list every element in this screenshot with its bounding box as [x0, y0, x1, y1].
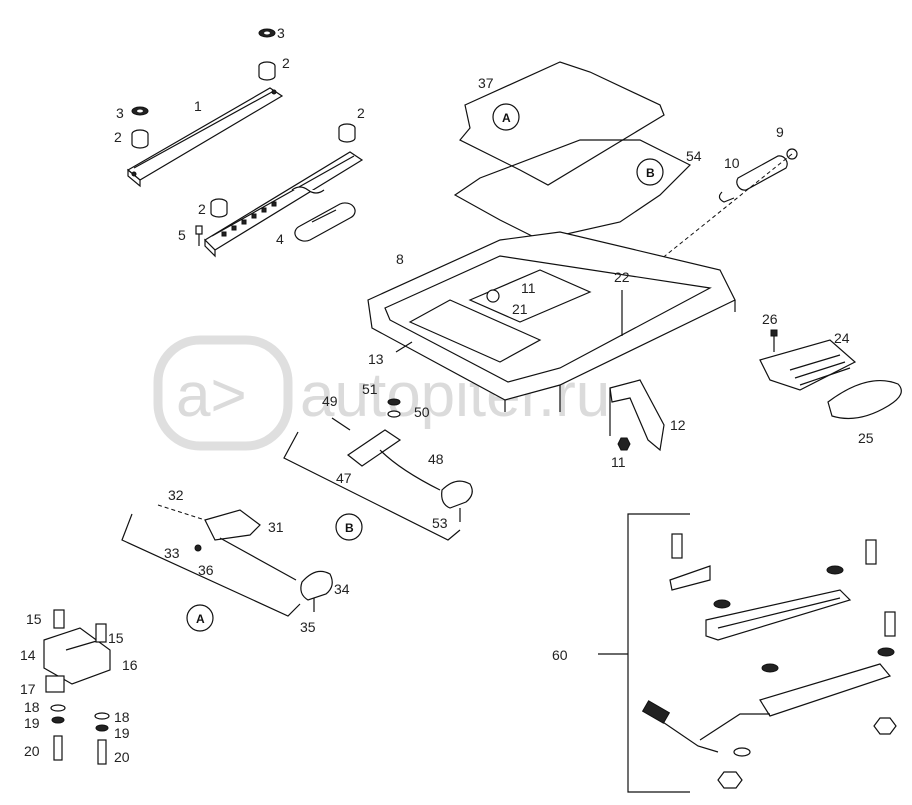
callout-33: 33	[164, 545, 180, 561]
callout-15a: 15	[26, 611, 42, 627]
rubber-mount-2b	[131, 129, 149, 149]
bolt-20b	[97, 739, 107, 765]
handle-25	[827, 380, 902, 419]
rubber-mount-2d	[210, 198, 228, 218]
callout-51: 51	[362, 381, 378, 397]
subassembly-60-frame	[598, 513, 690, 793]
washer-19b	[95, 724, 109, 732]
callout-11b: 11	[611, 454, 626, 470]
callout-60: 60	[552, 647, 568, 663]
ref-circle-a-cable: A	[186, 604, 214, 632]
callout-16: 16	[122, 657, 138, 673]
callout-18b: 18	[114, 709, 130, 725]
bracket-12	[609, 379, 665, 452]
seat-rail-1	[126, 87, 284, 188]
callout-2d: 2	[198, 201, 206, 217]
insulation-sheet-54	[453, 139, 692, 241]
callout-2a: 2	[282, 55, 290, 71]
bolt-5	[195, 225, 203, 246]
callout-37: 37	[478, 75, 494, 91]
sleeve-15b	[95, 623, 107, 643]
callout-2c: 2	[357, 105, 365, 121]
watermark-logo: a>	[176, 361, 247, 430]
watermark-logo-box	[153, 335, 293, 451]
bolt-13	[395, 341, 413, 353]
callout-54: 54	[686, 148, 702, 164]
cable-assembly-a	[157, 504, 333, 612]
ref-circle-b-sheet: B	[636, 158, 664, 186]
callout-19b: 19	[114, 725, 130, 741]
callout-20a: 20	[24, 743, 40, 759]
callout-18a: 18	[24, 699, 40, 715]
callout-35: 35	[300, 619, 316, 635]
handle-10	[718, 155, 788, 203]
washer-18a	[50, 704, 66, 712]
callout-12: 12	[670, 417, 686, 433]
callout-48: 48	[428, 451, 444, 467]
callout-53: 53	[432, 515, 448, 531]
callout-36: 36	[198, 562, 214, 578]
callout-47: 47	[336, 470, 352, 486]
callout-11a: 11	[521, 280, 536, 296]
callout-31: 31	[268, 519, 284, 535]
callout-10: 10	[724, 155, 740, 171]
callout-17: 17	[20, 681, 36, 697]
callout-21: 21	[512, 301, 528, 317]
svg-text:A: A	[196, 612, 205, 626]
callout-2b: 2	[114, 129, 122, 145]
callout-25: 25	[858, 430, 874, 446]
callout-8: 8	[396, 251, 404, 267]
callout-50: 50	[414, 404, 430, 420]
callout-19a: 19	[24, 715, 40, 731]
washer-3b	[131, 106, 149, 116]
group-bracket-b	[283, 431, 461, 541]
bolt-26	[770, 329, 778, 352]
cover-sheet-37	[459, 61, 665, 186]
svg-text:B: B	[646, 166, 655, 180]
washer-19a	[51, 716, 65, 724]
group-bracket-a	[121, 513, 301, 617]
callout-4: 4	[276, 231, 284, 247]
callout-20b: 20	[114, 749, 130, 765]
hinge-bracket-14	[43, 627, 111, 693]
svg-text:B: B	[345, 521, 354, 535]
washer-18b	[94, 712, 110, 720]
callout-26: 26	[762, 311, 778, 327]
lever-assembly-24	[759, 339, 857, 391]
callout-13: 13	[368, 351, 384, 367]
callout-34: 34	[334, 581, 350, 597]
callout-5: 5	[178, 227, 186, 243]
callout-22: 22	[614, 269, 630, 285]
seat-base-8	[367, 231, 736, 412]
bolt-9	[609, 148, 798, 301]
rubber-mount-2c	[338, 123, 356, 143]
subassembly-60-parts	[641, 533, 897, 789]
ref-circle-b-cable: B	[335, 513, 363, 541]
callouts: 3 2 1 3 2 2 2 5 4 37 54 9 10 8 22 11 21 …	[20, 25, 874, 765]
callout-32: 32	[168, 487, 184, 503]
callout-15b: 15	[108, 630, 124, 646]
callout-14: 14	[20, 647, 36, 663]
rubber-mount-2a	[258, 61, 276, 81]
callout-49: 49	[322, 393, 338, 409]
callout-1: 1	[194, 98, 202, 114]
washer-3a	[258, 28, 276, 38]
seat-rail-4	[204, 151, 364, 258]
callout-24: 24	[834, 330, 850, 346]
bolt-20a	[53, 735, 63, 761]
ref-circle-a-sheet: A	[492, 103, 520, 131]
sleeve-15a	[53, 609, 65, 629]
callout-3a: 3	[277, 25, 285, 41]
callout-9: 9	[776, 124, 784, 140]
callout-3b: 3	[116, 105, 124, 121]
nut-11b	[617, 437, 631, 451]
cable-assembly-b	[331, 398, 473, 522]
svg-text:A: A	[502, 111, 511, 125]
